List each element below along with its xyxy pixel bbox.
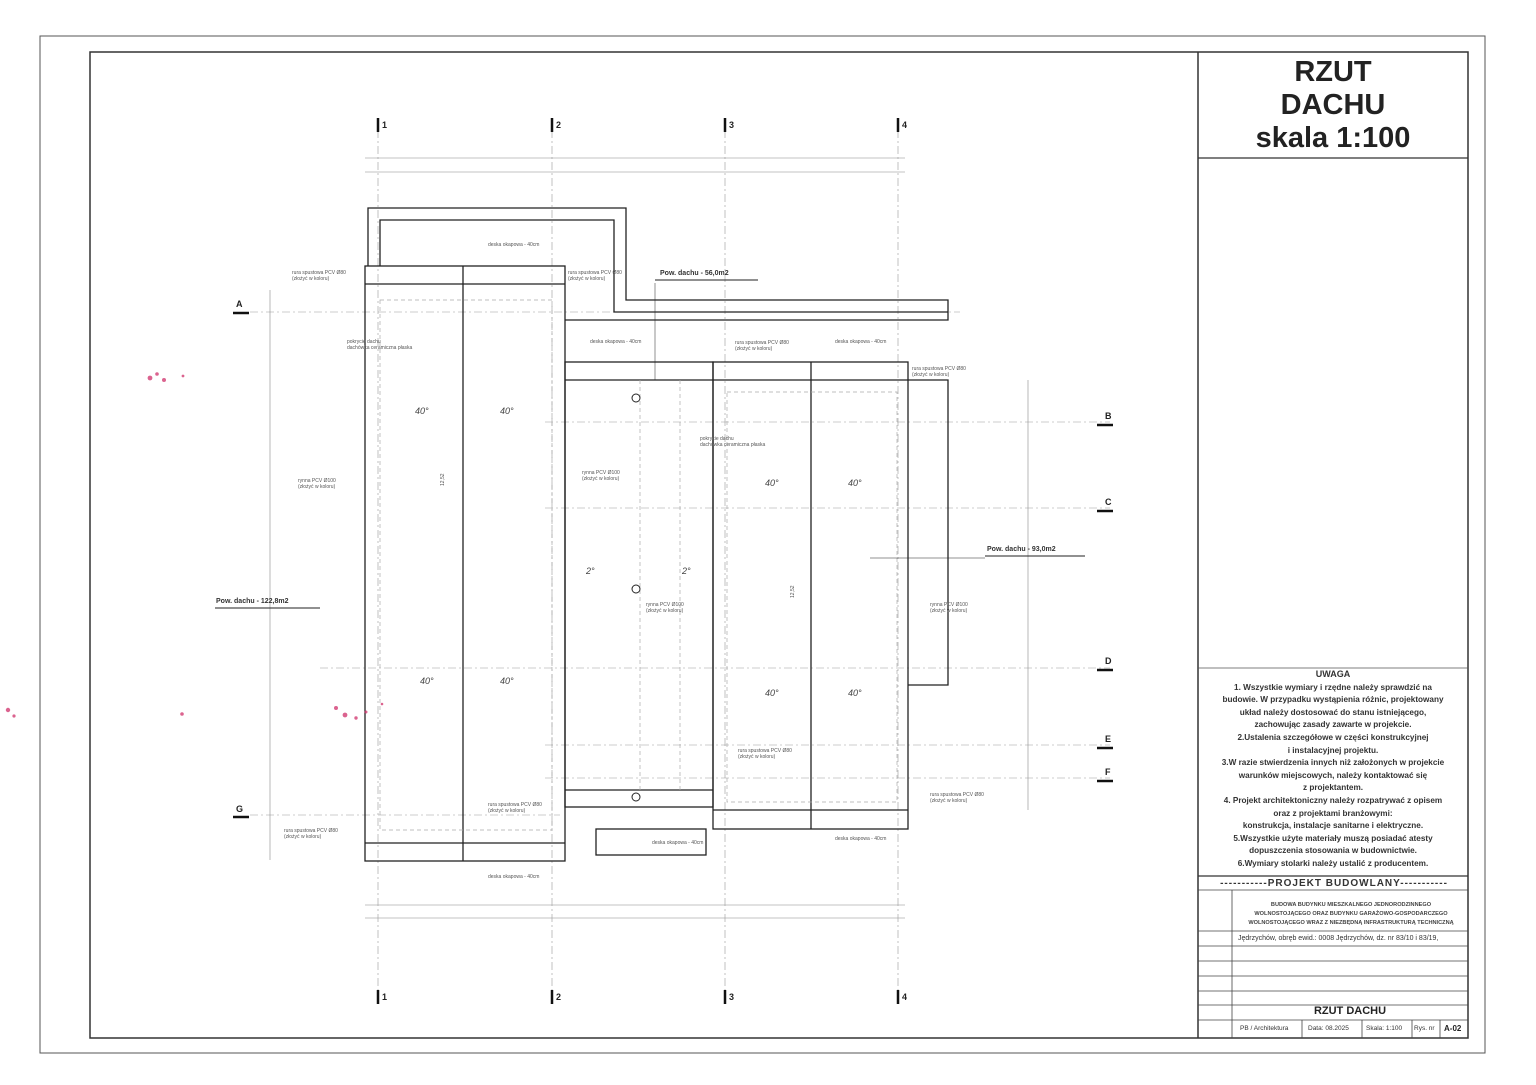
project-description: BUDOWA BUDYNKU MIESZKALNEGO JEDNORODZINN… xyxy=(1248,902,1454,926)
slope-label: 40° xyxy=(500,406,514,416)
note-line: dopuszczenia stosowania w budownictwie. xyxy=(1249,846,1417,856)
downpipes xyxy=(631,393,641,802)
annotation-eave-board: deska okapowa - 40cm xyxy=(835,339,887,345)
axis-col-1-top: 1 xyxy=(382,120,388,130)
note-line: oraz z projektami branżowymi: xyxy=(1273,808,1393,818)
slope-label: 40° xyxy=(415,406,429,416)
sheet-number: A-02 xyxy=(1444,1024,1462,1033)
level-mark: 12,52 xyxy=(440,473,446,486)
axis-col-2-top: 2 xyxy=(556,120,562,130)
sheet-inner-frame xyxy=(89,51,1469,1039)
slope-label: 2° xyxy=(682,566,691,576)
note-line: 6.Wymiary stolarki należy ustalić z prod… xyxy=(1237,858,1429,868)
title-line-1: RZUT xyxy=(1294,56,1372,88)
grid-axes xyxy=(250,130,1110,995)
axis-col-4-bottom: 4 xyxy=(902,992,908,1002)
note-line: konstrukcja, instalacje sanitarne i elek… xyxy=(1242,821,1424,831)
area-label-right: Pow. dachu - 93,0m2 xyxy=(987,546,1056,553)
area-label-left: Pow. dachu - 122,8m2 xyxy=(216,598,289,605)
date: Data: 08.2025 xyxy=(1308,1025,1349,1032)
annotation-downpipe: rura spustowa PCV Ø80(złożyć w koloru) xyxy=(930,792,984,804)
axis-row-e: E xyxy=(1105,734,1112,744)
note-line: układ należy dostosować do stanu istniej… xyxy=(1239,707,1427,717)
slope-label: 40° xyxy=(848,688,862,698)
axis-col-3-bottom: 3 xyxy=(729,992,735,1002)
axis-col-1-bottom: 1 xyxy=(382,992,388,1002)
slope-label: 40° xyxy=(500,676,514,686)
annotation-downpipe: rura spustowa PCV Ø80(złożyć w koloru) xyxy=(292,270,346,282)
project-address: Jędrzychów, obręb ewid.: 0008 Jędrzychów… xyxy=(1238,935,1439,942)
level-mark: 12,52 xyxy=(790,585,796,598)
annotation-eave-board: deska okapowa - 40cm xyxy=(488,242,540,248)
note-line: z projektantem. xyxy=(1302,783,1364,793)
project-type-label: -----------PROJEKT BUDOWLANY----------- xyxy=(1220,878,1448,889)
annotation-downpipe: rura spustowa PCV Ø80(złożyć w koloru) xyxy=(912,366,966,378)
note-line: warunków miejscowych, należy kontaktować… xyxy=(1238,770,1428,780)
axis-row-f: F xyxy=(1105,767,1111,777)
title-scale: skala 1:100 xyxy=(1255,122,1411,154)
note-line: 3.W razie stwierdzenia innych niż założo… xyxy=(1221,758,1445,768)
annotation-eave-board: deska okapowa - 40cm xyxy=(652,840,704,846)
note-line: zachowując zasady zawarte w projekcie. xyxy=(1254,720,1412,730)
note-line: 1. Wszystkie wymiary i rzędne należy spr… xyxy=(1234,682,1432,692)
annotation-gutter: rynna PCV Ø100(złożyć w koloru) xyxy=(582,470,620,482)
note-line: 4. Projekt architektoniczny należy rozpa… xyxy=(1223,795,1443,805)
slope-label: 40° xyxy=(765,688,779,698)
note-line: i instalacyjnej projektu. xyxy=(1287,745,1379,755)
sheet-outer-frame xyxy=(39,35,1486,1054)
roof-outlines xyxy=(364,207,949,862)
note-line: budowie. W przypadku wystąpienia różnic,… xyxy=(1222,695,1444,705)
scale: Skala: 1:100 xyxy=(1366,1025,1403,1032)
annotation-gutter: rynna PCV Ø100(złożyć w koloru) xyxy=(930,602,968,614)
axis-col-4-top: 4 xyxy=(902,120,908,130)
annotation-downpipe: rura spustowa PCV Ø80(złożyć w koloru) xyxy=(568,270,622,282)
annotation-downpipe: rura spustowa PCV Ø80(złożyć w koloru) xyxy=(284,828,338,840)
axis-row-d: D xyxy=(1105,656,1112,666)
drawing-title: RZUT DACHU skala 1:100 xyxy=(1198,52,1468,158)
axis-col-3-top: 3 xyxy=(729,120,735,130)
drawing-name: RZUT DACHU xyxy=(1313,1005,1387,1017)
slope-label: 2° xyxy=(586,566,595,576)
title-line-2: DACHU xyxy=(1280,89,1386,121)
annotation-eave-board: deska okapowa - 40cm xyxy=(835,836,887,842)
dimension-lines xyxy=(269,157,1029,919)
axis-col-2-bottom: 2 xyxy=(556,992,562,1002)
annotation-downpipe: rura spustowa PCV Ø80(złożyć w koloru) xyxy=(488,802,542,814)
red-stain-marks xyxy=(5,372,384,720)
axis-row-a: A xyxy=(236,299,243,309)
sheet-label: Rys. nr xyxy=(1414,1025,1435,1032)
axis-row-b: B xyxy=(1105,411,1112,421)
annotation-eave-board: deska okapowa - 40cm xyxy=(590,339,642,345)
title-block-table xyxy=(1198,889,1468,1038)
slope-label: 40° xyxy=(848,478,862,488)
slope-label: 40° xyxy=(420,676,434,686)
eave-lines xyxy=(379,299,898,831)
axis-row-c: C xyxy=(1105,497,1112,507)
annotation-gutter: rynna PCV Ø100(złożyć w koloru) xyxy=(298,478,336,490)
branch: PB / Architektura xyxy=(1240,1025,1289,1032)
note-line: 5.Wszystkie użyte materiały muszą posiad… xyxy=(1233,833,1433,843)
note-line: 2.Ustalenia szczegółowe w części konstru… xyxy=(1237,732,1429,742)
slope-label: 40° xyxy=(765,478,779,488)
annotation-downpipe: rura spustowa PCV Ø80(złożyć w koloru) xyxy=(735,340,789,352)
axis-markers xyxy=(233,118,1113,1004)
axis-row-g: G xyxy=(236,804,244,814)
annotation-gutter: rynna PCV Ø100(złożyć w koloru) xyxy=(646,602,684,614)
notes-heading: UWAGA xyxy=(1315,669,1351,679)
area-label-top: Pow. dachu - 56,0m2 xyxy=(660,270,729,277)
annotation-downpipe: rura spustowa PCV Ø80(złożyć w koloru) xyxy=(738,748,792,760)
notes-block: UWAGA 1. Wszystkie wymiary i rzędne nale… xyxy=(1202,668,1464,871)
annotation-eave-board: deska okapowa - 40cm xyxy=(488,874,540,880)
